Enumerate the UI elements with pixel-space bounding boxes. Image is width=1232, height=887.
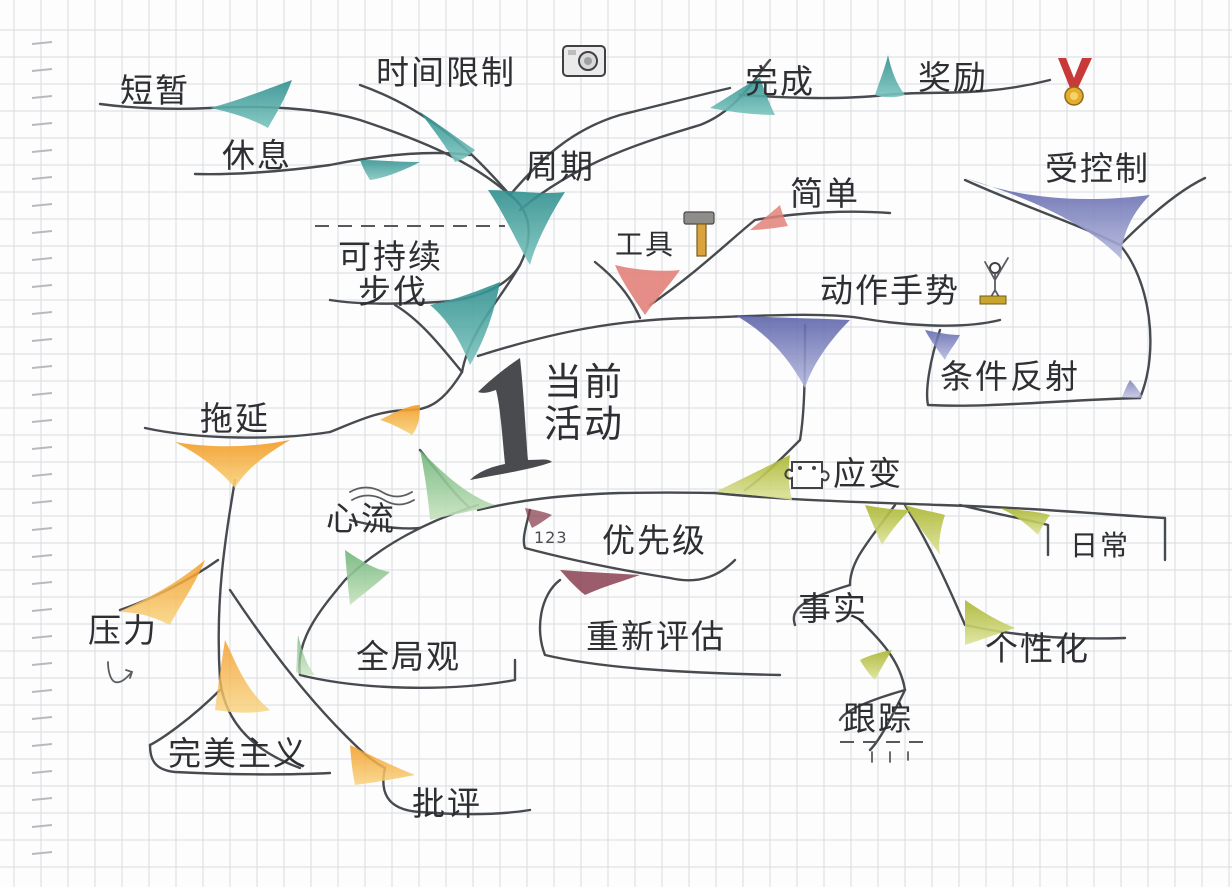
node-flow: 心流 <box>326 499 396 538</box>
wave-flow-icon <box>349 486 415 506</box>
node-reward: 奖励 <box>918 58 988 97</box>
node-procrastinate: 拖延 <box>200 399 270 438</box>
node-reflex: 条件反射 <box>940 357 1080 396</box>
notebook-binding-mark <box>31 392 53 396</box>
notebook-binding-mark <box>31 743 53 747</box>
dashed-footprint-decoration <box>840 741 930 763</box>
notebook-binding-mark <box>31 716 53 720</box>
notebook-binding-mark <box>31 365 53 369</box>
notebook-binding-mark <box>31 230 53 234</box>
notebook-binding-mark <box>31 41 53 45</box>
hammer-icon <box>683 211 715 257</box>
notebook-binding-mark <box>31 176 53 180</box>
node-period: 周期 <box>525 147 595 186</box>
notebook-binding-mark <box>31 797 53 801</box>
node-rest: 休息 <box>222 136 292 175</box>
node-perfectionism: 完美主义 <box>168 734 308 773</box>
branch-wedges <box>118 55 1150 785</box>
notebook-binding-mark <box>31 581 53 585</box>
node-reassess: 重新评估 <box>586 617 726 656</box>
notebook-binding-mark <box>31 68 53 72</box>
notebook-binding-mark <box>31 527 53 531</box>
center-label-line2: 活动 <box>544 402 624 446</box>
notebook-binding-mark <box>31 122 53 126</box>
notebook-binding-mark <box>31 95 53 99</box>
node-short: 短暂 <box>120 71 190 110</box>
notebook-binding-mark <box>31 446 53 450</box>
notebook-binding-mark <box>31 473 53 477</box>
notebook-binding-mark <box>31 635 53 639</box>
notebook-binding-mark <box>31 851 53 855</box>
notebook-binding-mark <box>31 419 53 423</box>
node-daily: 日常 <box>1070 529 1130 562</box>
node-track: 跟踪 <box>843 699 913 738</box>
node-sustainable-line2: 步伐 <box>358 272 428 311</box>
node-priority-number: 123 <box>534 528 568 547</box>
node-pressure: 压力 <box>88 611 158 650</box>
node-priority: 优先级 <box>602 521 707 560</box>
notebook-binding-mark <box>31 149 53 153</box>
node-simple: 简单 <box>790 174 860 213</box>
node-adapt: 应变 <box>833 454 903 493</box>
node-fact: 事实 <box>798 589 868 628</box>
notebook-binding-mark <box>31 311 53 315</box>
notebook-binding-mark <box>31 257 53 261</box>
node-controlled: 受控制 <box>1045 149 1150 188</box>
notebook-binding-mark <box>31 500 53 504</box>
notebook-binding-mark <box>31 284 53 288</box>
center-label-line1: 当前 <box>544 360 624 404</box>
notebook-binding-mark <box>31 770 53 774</box>
notebook-binding-mark <box>31 689 53 693</box>
node-complete: 完成 <box>745 62 815 101</box>
notebook-binding-mark <box>31 608 53 612</box>
notebook-binding-mark <box>31 662 53 666</box>
camera-icon <box>562 45 606 77</box>
node-personal: 个性化 <box>985 629 1090 668</box>
node-criticism: 批评 <box>412 784 482 823</box>
notebook-binding-mark <box>31 554 53 558</box>
notebook-binding-mark <box>31 824 53 828</box>
notebook-binding-mark <box>31 338 53 342</box>
node-gesture: 动作手势 <box>820 271 960 310</box>
squiggle-arrow-icon <box>107 661 134 684</box>
center-node: 当前 活动 <box>470 358 624 480</box>
node-sustainable-line1: 可持续 <box>338 237 443 276</box>
gesture-figure-icon <box>979 257 1009 305</box>
node-time-limit: 时间限制 <box>376 53 516 92</box>
node-big-picture: 全局观 <box>356 637 461 676</box>
notebook-binding-mark <box>31 203 53 207</box>
center-number-shape <box>470 358 552 480</box>
puzzle-adapt-icon <box>784 461 830 489</box>
node-tool: 工具 <box>615 228 675 261</box>
medal-icon <box>1058 58 1092 106</box>
